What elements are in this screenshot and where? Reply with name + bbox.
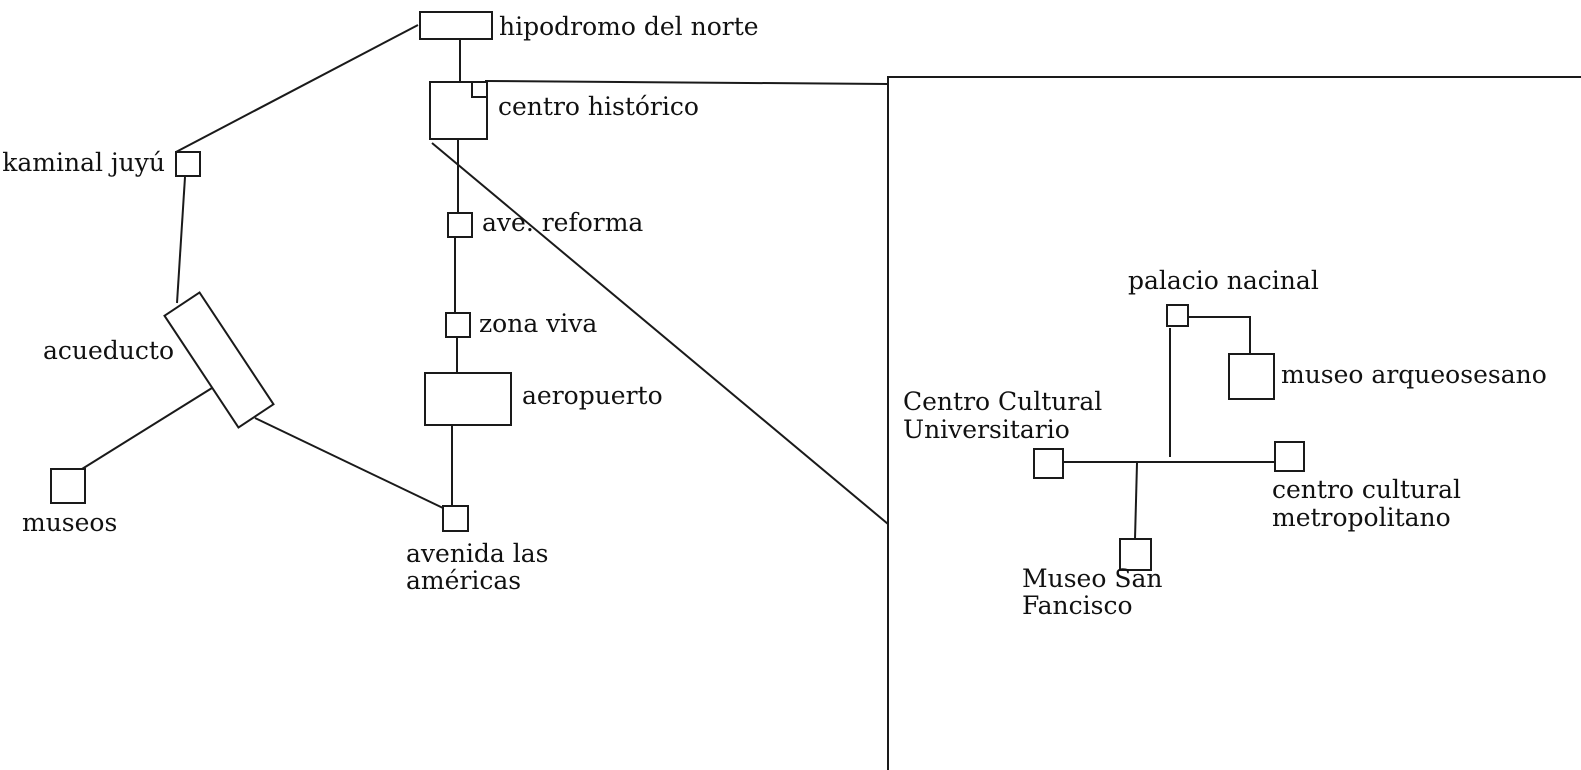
node-museo-san-francisco xyxy=(1119,538,1152,571)
edge-acueducto-museos xyxy=(81,387,213,470)
label-ccm-line1: centro cultural xyxy=(1272,475,1461,504)
label-kaminal-juyu: kaminal juyú xyxy=(2,148,165,177)
label-zona-viva: zona viva xyxy=(479,309,597,338)
label-ave-reforma: ave. reforma xyxy=(482,208,643,237)
label-aeropuerto: aeropuerto xyxy=(522,381,663,410)
node-hipodromo-del-norte xyxy=(419,11,493,40)
label-avenida-line1: avenida las xyxy=(406,539,549,568)
node-museo-arqueosesano xyxy=(1228,353,1275,400)
node-avenida-las-americas xyxy=(442,505,469,532)
label-museos: museos xyxy=(22,508,117,537)
node-palacio-nacinal xyxy=(1166,304,1189,327)
label-ccu-line1: Centro Cultural xyxy=(903,387,1102,416)
zoom-connector-top xyxy=(484,80,889,85)
node-acueducto xyxy=(163,291,275,429)
node-centro-cultural-metropolitano xyxy=(1274,441,1305,472)
node-aeropuerto xyxy=(424,372,512,426)
label-msf-line2: Fancisco xyxy=(1022,591,1133,620)
node-kaminal-juyu xyxy=(175,151,201,177)
node-centro-cultural-universitario xyxy=(1033,448,1064,479)
edge-hipodromo-kaminal xyxy=(175,24,419,153)
label-ccm-line2: metropolitano xyxy=(1272,503,1451,532)
node-ave-reforma xyxy=(447,212,473,238)
label-avenida-line2: américas xyxy=(406,566,521,595)
label-centro-historico: centro histórico xyxy=(498,92,699,121)
edge-palacio-museo-arqueo xyxy=(1185,316,1251,354)
edge-trunk-museo-san-francisco xyxy=(1134,462,1138,540)
label-acueducto: acueducto xyxy=(43,336,174,365)
label-museo-arqueosesano: museo arqueosesano xyxy=(1281,360,1547,389)
node-centro-historico-inset xyxy=(471,81,488,98)
label-ccu-line2: Universitario xyxy=(903,415,1070,444)
label-msf-line1: Museo San xyxy=(1022,564,1162,593)
edge-kaminal-acueducto xyxy=(176,176,186,304)
node-museos xyxy=(50,468,86,504)
label-hipodromo-del-norte: hipodromo del norte xyxy=(499,12,759,41)
zoom-connector-bottom xyxy=(431,142,889,525)
node-zona-viva xyxy=(445,312,471,338)
detail-box-frame xyxy=(887,76,1581,770)
label-palacio-nacinal: palacio nacinal xyxy=(1128,266,1319,295)
edge-acueducto-avenida xyxy=(254,417,444,509)
